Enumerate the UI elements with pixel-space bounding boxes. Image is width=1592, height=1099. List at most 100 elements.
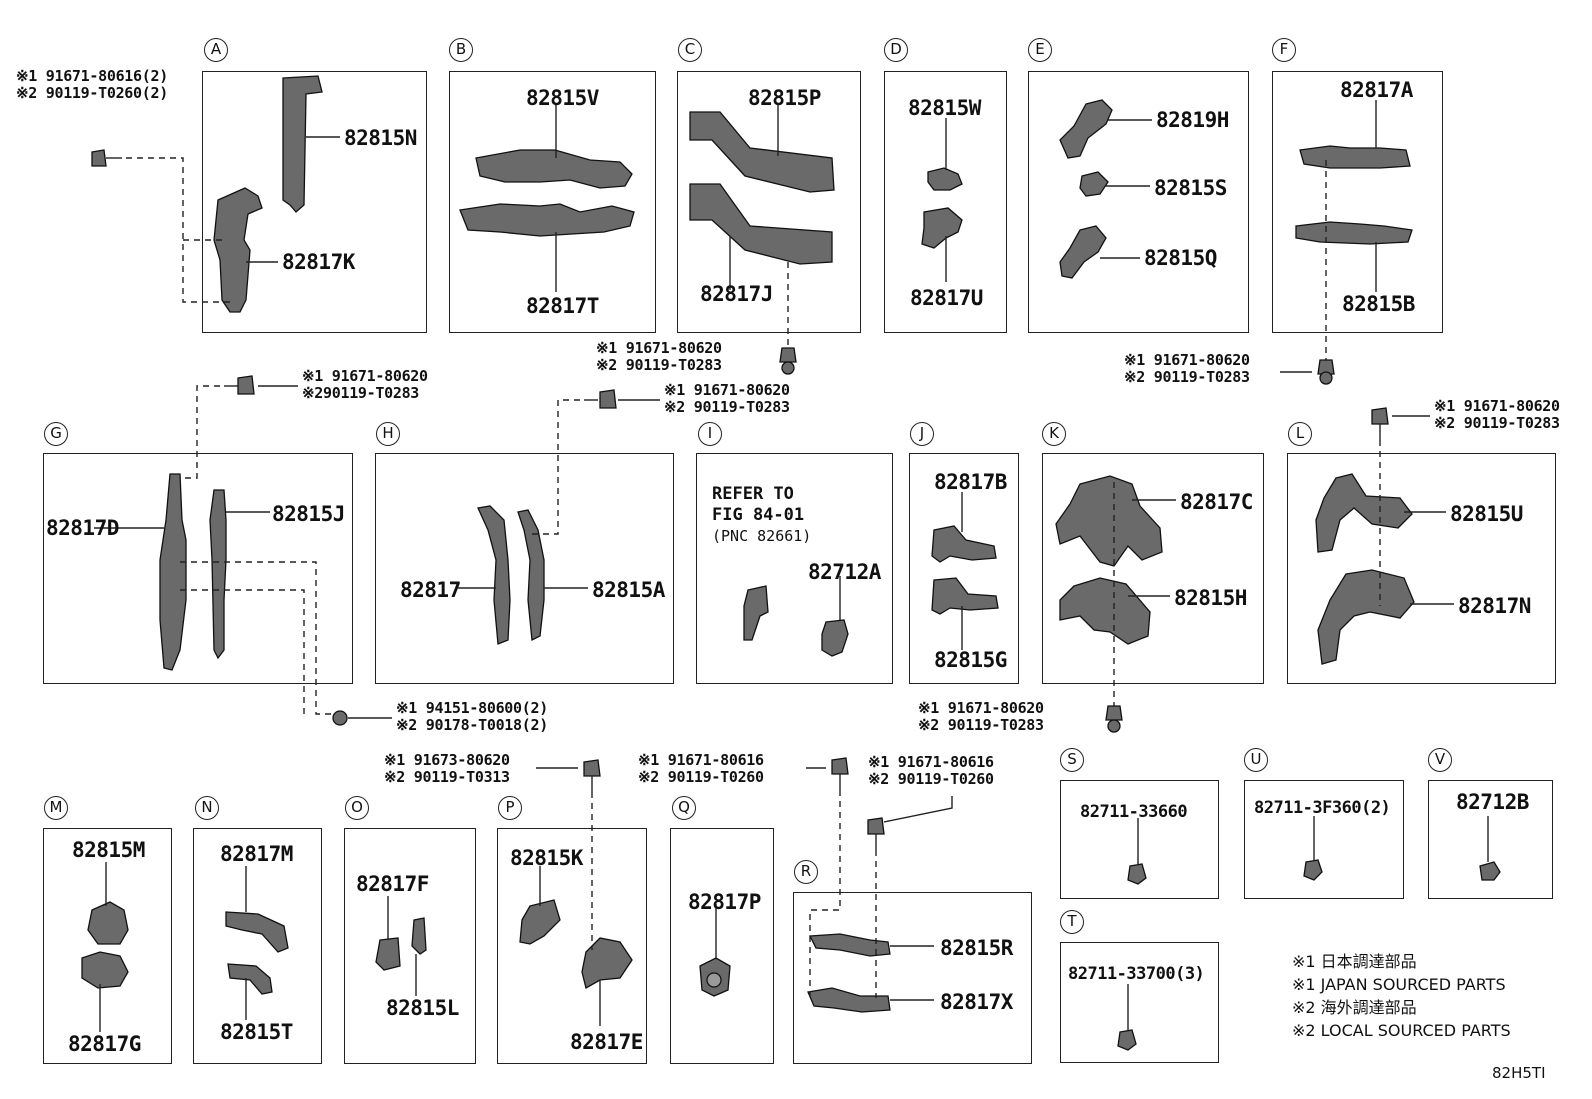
fastener-note-h: ※1 91671-80620 ※2 90119-T0283	[664, 381, 790, 416]
section-circle-i: I	[698, 422, 722, 446]
section-box-h	[375, 453, 674, 684]
part-label: 82817D	[46, 516, 119, 540]
section-circle-f: F	[1272, 38, 1296, 62]
section-box-u	[1244, 780, 1404, 899]
refer-line-3: (PNC 82661)	[712, 527, 812, 545]
bolt-r1	[831, 757, 849, 790]
fastener-note-r1: ※1 91671-80616 ※2 90119-T0260	[638, 751, 764, 786]
part-label: 82815U	[1450, 502, 1523, 526]
section-box-b	[449, 71, 656, 333]
fastener-note-clip: ※1 94151-80600(2) ※2 90178-T0018(2)	[396, 699, 548, 734]
fastener-note-a: ※1 91671-80616(2) ※2 90119-T0260(2)	[16, 67, 168, 102]
part-label: 82712A	[808, 560, 881, 584]
fastener-note-f: ※1 91671-80620 ※2 90119-T0283	[1124, 351, 1250, 386]
legend-item: ※1 JAPAN SOURCED PARTS	[1292, 975, 1506, 994]
bolt-h	[584, 389, 617, 409]
section-circle-s: S	[1060, 748, 1084, 772]
section-box-p	[497, 828, 647, 1064]
bolt-l	[1371, 407, 1389, 440]
section-box-v	[1428, 780, 1553, 899]
section-box-j	[909, 453, 1019, 684]
part-label: 82817C	[1180, 490, 1253, 514]
bolt-k	[1105, 705, 1123, 733]
part-label: 82815A	[592, 578, 665, 602]
part-label: 82817M	[220, 842, 293, 866]
part-label: 82817P	[688, 890, 761, 914]
bolt-c	[779, 347, 797, 375]
section-box-s	[1060, 780, 1219, 899]
part-label: 82711-33660	[1080, 802, 1188, 822]
legend-item: ※2 LOCAL SOURCED PARTS	[1292, 1021, 1511, 1040]
section-circle-p: P	[498, 796, 522, 820]
fastener-note-k: ※1 91671-80620 ※2 90119-T0283	[918, 699, 1044, 734]
part-label: 82815J	[272, 502, 345, 526]
bolt-a	[91, 149, 122, 167]
section-circle-e: E	[1028, 38, 1052, 62]
legend-item: ※2 海外調達部品	[1292, 998, 1417, 1017]
section-box-m	[43, 828, 172, 1064]
section-box-d	[884, 71, 1007, 333]
fastener-note-c: ※1 91671-80620 ※2 90119-T0283	[596, 339, 722, 374]
part-label: 82815N	[344, 126, 417, 150]
part-label: 82711-33700(3)	[1068, 964, 1205, 984]
section-circle-m: M	[44, 796, 68, 820]
section-circle-d: D	[884, 38, 908, 62]
bolt-p	[583, 759, 601, 792]
section-circle-r: R	[794, 860, 818, 884]
part-label: 82817E	[570, 1030, 643, 1054]
part-label: 82815Q	[1144, 246, 1217, 270]
section-box-i	[696, 453, 893, 684]
refer-line-1: REFER TO	[712, 484, 794, 504]
bolt-g	[224, 375, 255, 395]
part-label: 82815L	[386, 996, 459, 1020]
section-circle-v: V	[1428, 748, 1452, 772]
fastener-note-p: ※1 91673-80620 ※2 90119-T0313	[384, 751, 510, 786]
part-label: 82815V	[526, 86, 599, 110]
part-label: 82815P	[748, 86, 821, 110]
section-box-o	[344, 828, 476, 1064]
section-circle-b: B	[449, 38, 473, 62]
diagram-code: 82H5TI	[1492, 1064, 1546, 1082]
part-label: 82815K	[510, 846, 583, 870]
part-label: 82817B	[934, 470, 1007, 494]
part-label: 82817	[400, 578, 461, 602]
refer-line-2: FIG 84-01	[712, 505, 805, 525]
part-label: 82817F	[356, 872, 429, 896]
section-circle-q: Q	[672, 796, 696, 820]
part-label: 82817G	[68, 1032, 141, 1056]
part-label: 82711-3F360(2)	[1254, 798, 1391, 818]
legend-item: ※1 日本調達部品	[1292, 952, 1417, 971]
part-label: 82712B	[1456, 790, 1529, 814]
section-circle-h: H	[376, 422, 400, 446]
part-label: 82817U	[910, 286, 983, 310]
section-circle-g: G	[44, 422, 68, 446]
legend: ※1 日本調達部品 ※1 JAPAN SOURCED PARTS ※2 海外調達…	[1292, 950, 1511, 1042]
part-label: 82815R	[940, 936, 1013, 960]
part-label: 82817A	[1340, 78, 1413, 102]
section-box-g	[43, 453, 353, 684]
section-circle-u: U	[1244, 748, 1268, 772]
clip-g	[332, 710, 392, 726]
section-box-l	[1287, 453, 1556, 684]
part-label: 82815W	[908, 96, 981, 120]
part-label: 82815G	[934, 648, 1007, 672]
section-box-e	[1028, 71, 1249, 333]
part-label: 82815H	[1174, 586, 1247, 610]
part-label: 82817N	[1458, 594, 1531, 618]
part-label: 82817T	[526, 294, 599, 318]
section-box-c	[677, 71, 861, 333]
bolt-r2	[867, 817, 885, 850]
section-box-f	[1272, 71, 1443, 333]
section-box-a	[202, 71, 427, 333]
section-circle-t: T	[1060, 910, 1084, 934]
part-label: 82817K	[282, 250, 355, 274]
section-circle-l: L	[1288, 422, 1312, 446]
part-label: 82817X	[940, 990, 1013, 1014]
bolt-f	[1317, 359, 1335, 385]
section-box-t	[1060, 942, 1219, 1063]
section-circle-n: N	[195, 796, 219, 820]
section-box-q	[670, 828, 774, 1064]
section-circle-k: K	[1042, 422, 1066, 446]
section-circle-o: O	[345, 796, 369, 820]
